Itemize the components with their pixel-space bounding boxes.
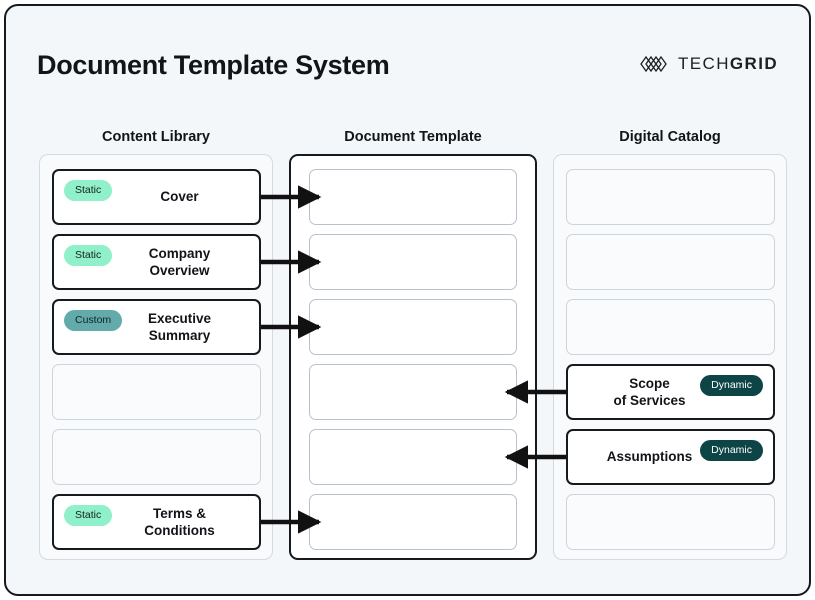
badge-dynamic: Dynamic [700,440,763,461]
card-digital-catalog[interactable]: Dynamic Scope of Services [566,364,775,420]
card-placeholder-digital-catalog[interactable] [566,234,775,290]
card-content-library[interactable]: Static Cover [52,169,261,225]
card-placeholder-content-library[interactable] [52,429,261,485]
badge-static: Static [64,180,113,201]
badge-custom: Custom [64,310,123,331]
card-title: Executive Summary [147,310,212,343]
card-title: Terms & Conditions [144,505,215,538]
badge-dynamic: Dynamic [700,375,763,396]
column-heading-document-template: Document Template [344,129,482,145]
diagram-frame: Document Template System TECHGRID Conten… [4,4,811,596]
panel-digital-catalog [553,154,787,560]
card-placeholder-document-template[interactable] [309,169,517,225]
card-placeholder-digital-catalog[interactable] [566,299,775,355]
card-placeholder-document-template[interactable] [309,234,517,290]
card-content-library[interactable]: Custom Executive Summary [52,299,261,355]
card-placeholder-digital-catalog[interactable] [566,169,775,225]
card-placeholder-document-template[interactable] [309,429,517,485]
brand-text-light: TECH [678,54,730,73]
badge-static: Static [64,505,113,526]
brand-logo: TECHGRID [640,54,778,74]
page-title: Document Template System [37,50,390,80]
card-placeholder-document-template[interactable] [309,494,517,550]
card-content-library[interactable]: Static Company Overview [52,234,261,290]
badge-static: Static [64,245,113,266]
card-placeholder-content-library[interactable] [52,364,261,420]
card-placeholder-digital-catalog[interactable] [566,494,775,550]
card-content-library[interactable]: Static Terms & Conditions [52,494,261,550]
card-title: Scope of Services [613,375,686,408]
brand-text-heavy: GRID [729,54,778,73]
card-title: Cover [160,189,199,205]
card-title: Assumptions [606,449,693,465]
header: Document Template System TECHGRID [6,6,809,106]
column-heading-content-library: Content Library [102,129,210,145]
card-placeholder-document-template[interactable] [309,299,517,355]
hatched-diamond-logo-icon [640,55,667,73]
card-placeholder-document-template[interactable] [309,364,517,420]
card-digital-catalog[interactable]: Dynamic Assumptions [566,429,775,485]
brand-text: TECHGRID [678,54,778,74]
column-heading-digital-catalog: Digital Catalog [619,129,721,145]
card-title: Company Overview [148,245,211,278]
